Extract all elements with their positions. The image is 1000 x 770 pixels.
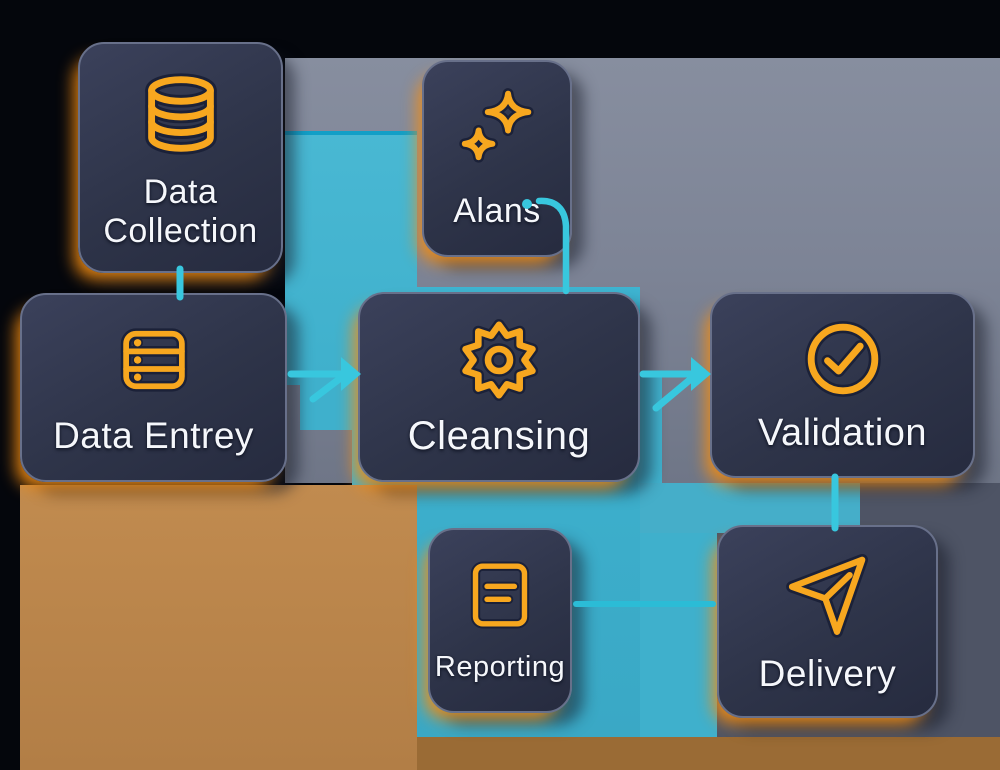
- node-label: Data Entrey: [53, 414, 254, 456]
- background-teal-funnel-edge: [285, 131, 417, 135]
- server-icon: [120, 328, 187, 392]
- node-reporting[interactable]: Reporting: [428, 528, 572, 713]
- node-label: Delivery: [758, 652, 897, 694]
- sparkles-icon: [459, 88, 534, 164]
- node-label: Cleansing: [407, 413, 591, 458]
- document-icon: [470, 561, 530, 629]
- database-icon: [144, 73, 217, 156]
- node-label: Validation: [757, 411, 928, 454]
- node-label: Alans: [453, 192, 541, 231]
- node-label: Data Collection: [103, 173, 258, 250]
- gear-icon: [459, 318, 539, 401]
- background-brown-strip: [417, 737, 1000, 770]
- node-alans[interactable]: Alans: [422, 60, 572, 257]
- node-cleansing[interactable]: Cleansing: [358, 292, 640, 482]
- background-teal-band: [638, 373, 662, 490]
- background-teal-band: [640, 533, 717, 737]
- paper-plane-icon: [785, 553, 868, 638]
- node-validation[interactable]: Validation: [710, 292, 975, 478]
- node-delivery[interactable]: Delivery: [717, 525, 938, 718]
- node-data-collection[interactable]: Data Collection: [78, 42, 283, 273]
- check-circle-icon: [804, 320, 881, 397]
- node-label: Reporting: [434, 651, 566, 684]
- background-teal-band: [640, 483, 860, 533]
- background-brown-field: [20, 485, 417, 770]
- node-data-entrey[interactable]: Data Entrey: [20, 293, 287, 482]
